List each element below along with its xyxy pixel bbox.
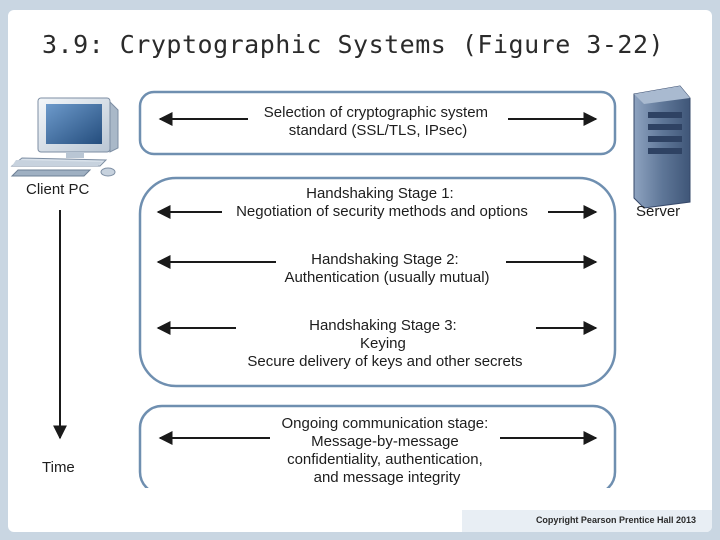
client-pc-icon: [10, 97, 119, 177]
figure-canvas: Client PC Server Time Selection of crypt…: [10, 85, 691, 488]
selection-stage-text: Selection of cryptographic system standa…: [264, 104, 492, 139]
handshake-stage-3-text: Handshaking Stage 3: Keying Secure deliv…: [247, 317, 522, 370]
ongoing-communication-text: Ongoing communication stage: Message-by-…: [282, 415, 493, 486]
handshake-stage-2-text: Handshaking Stage 2: Authentication (usu…: [284, 251, 489, 286]
copyright-text: Copyright Pearson Prentice Hall 2013: [535, 515, 696, 525]
client-pc-label: Client PC: [26, 181, 90, 198]
copyright-bar: Copyright Pearson Prentice Hall 2013: [462, 510, 712, 532]
server-label: Server: [636, 203, 680, 220]
slide: 3.9: Cryptographic Systems (Figure 3-22): [8, 10, 712, 532]
selection-stage-box: [138, 90, 617, 156]
ongoing-communication-box: [138, 404, 617, 488]
cryptographic-systems-figure: Client PC Server Time Selection of crypt…: [8, 82, 694, 488]
server-icon: [633, 85, 691, 209]
slide-title: 3.9: Cryptographic Systems (Figure 3-22): [42, 30, 665, 59]
time-label: Time: [42, 459, 75, 476]
handshake-stage-1-text: Handshaking Stage 1: Negotiation of secu…: [236, 185, 528, 220]
